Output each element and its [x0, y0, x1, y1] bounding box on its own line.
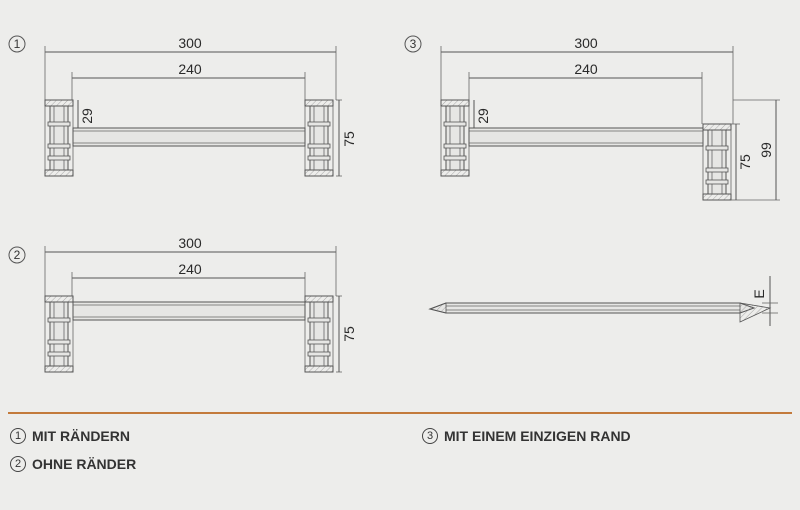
diagram-1-width-inner: 240 — [178, 61, 202, 77]
diagram-1: 1 300 240 29 75 — [8, 35, 357, 177]
diagram-1-lip: 29 — [79, 108, 95, 124]
legend: 1 MIT RÄNDERN 2 OHNE RÄNDER 3 MIT EINEM … — [0, 428, 800, 498]
legend-marker-1: 1 — [10, 428, 26, 444]
diagram-2-cross-beam — [72, 301, 306, 321]
legend-marker-3: 3 — [422, 428, 438, 444]
legend-text-3: MIT EINEM EINZIGEN RAND — [444, 428, 631, 444]
section-label: E — [751, 289, 767, 298]
diagram-3-width-inner: 240 — [574, 61, 598, 77]
legend-marker-2: 2 — [10, 456, 26, 472]
diagram-3-marker: 3 — [410, 37, 417, 51]
legend-text-2: OHNE RÄNDER — [32, 456, 137, 472]
legend-item-3: 3 MIT EINEM EINZIGEN RAND — [422, 428, 631, 444]
diagram-3-cross-beam — [468, 127, 704, 147]
diagram-3-lip: 29 — [475, 108, 491, 124]
diagram-3-width-outer: 300 — [574, 35, 598, 51]
diagram-1-marker: 1 — [14, 37, 21, 51]
diagram-2-marker: 2 — [14, 248, 21, 262]
diagram-3: 3 300 240 29 75 99 — [404, 35, 780, 201]
diagram-1-cross-beam — [72, 127, 306, 147]
legend-text-1: MIT RÄNDERN — [32, 428, 130, 444]
diagram-2-width-inner: 240 — [178, 261, 202, 277]
diagram-3-height-total: 99 — [758, 142, 774, 158]
diagram-2: 2 300 240 75 — [8, 235, 357, 373]
section-view: E — [428, 276, 778, 326]
legend-item-1: 1 MIT RÄNDERN — [10, 428, 130, 444]
diagram-2-height: 75 — [341, 326, 357, 342]
legend-item-2: 2 OHNE RÄNDER — [10, 456, 136, 472]
diagram-3-height: 75 — [737, 154, 753, 170]
diagram-1-marker-circle — [8, 35, 26, 53]
diagram-3-marker-circle — [404, 35, 422, 53]
diagram-1-width-outer: 300 — [178, 35, 202, 51]
diagram-2-width-outer: 300 — [178, 235, 202, 251]
divider-line — [8, 412, 792, 414]
diagram-2-marker-circle — [8, 246, 26, 264]
diagram-1-height: 75 — [341, 131, 357, 147]
